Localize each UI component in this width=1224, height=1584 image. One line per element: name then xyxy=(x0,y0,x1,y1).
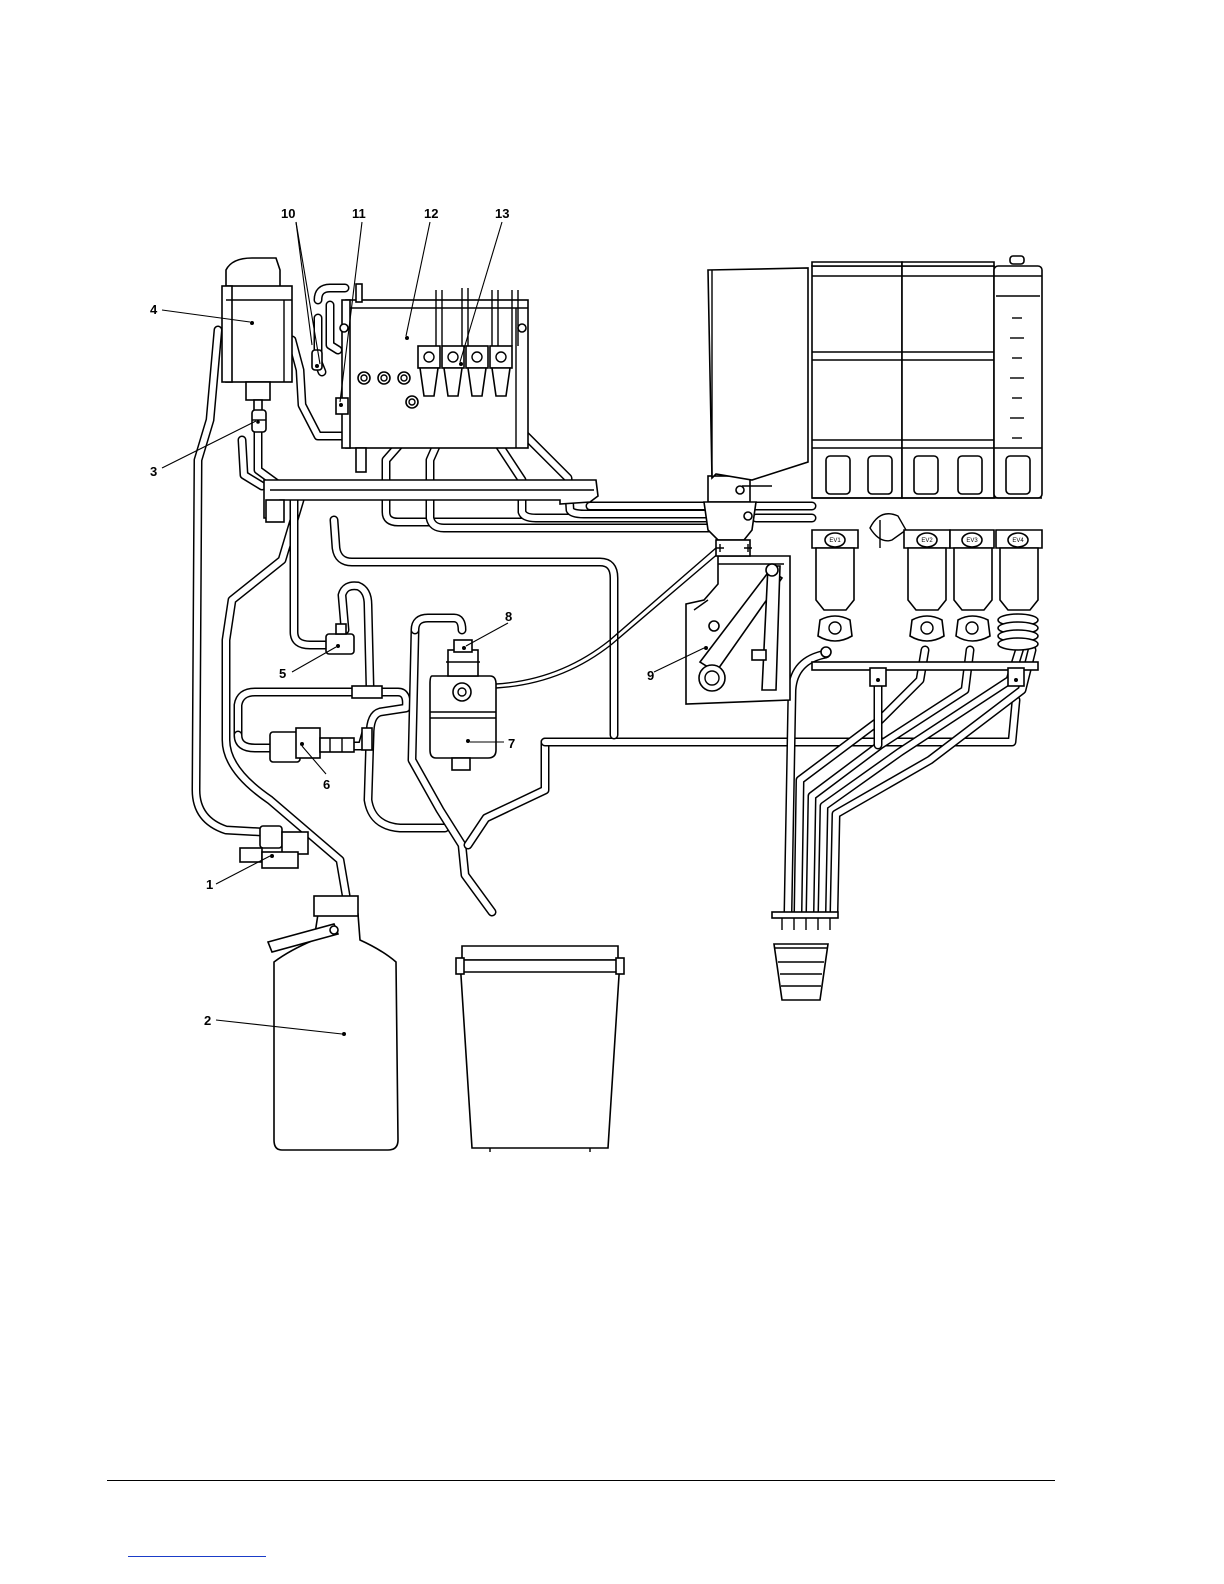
water-tank xyxy=(222,258,292,412)
valve-label-ev1: EV1 xyxy=(829,538,841,544)
callout-9: 9 xyxy=(647,668,654,683)
valve-label-ev2: EV2 xyxy=(921,538,933,544)
inline-fitting xyxy=(362,728,372,750)
callout-1: 1 xyxy=(206,877,213,892)
coffee-hopper xyxy=(708,268,808,480)
mixing-bowls: EV1 EV2 EV3 EV4 xyxy=(812,530,1042,686)
coffee-boiler xyxy=(430,676,496,770)
pressure-valve-8 xyxy=(446,640,480,676)
footer-rule xyxy=(107,1480,1055,1481)
callout-3: 3 xyxy=(150,464,157,479)
callout-6: 6 xyxy=(323,777,330,792)
tee-fitting xyxy=(352,686,382,698)
waste-bucket xyxy=(456,946,624,1152)
callout-13: 13 xyxy=(495,206,509,221)
brewing-unit xyxy=(686,556,790,704)
product-canisters xyxy=(812,256,1042,548)
footer-link-underline[interactable] xyxy=(128,1556,266,1557)
inline-filter xyxy=(252,410,266,432)
valve-label-ev4: EV4 xyxy=(1012,538,1024,544)
hot-water-block xyxy=(312,284,528,472)
water-bottle xyxy=(268,896,398,1150)
callout-8: 8 xyxy=(505,609,512,624)
cup xyxy=(774,944,828,1000)
valve-label-ev3: EV3 xyxy=(966,538,978,544)
callout-7: 7 xyxy=(508,736,515,751)
callout-12: 12 xyxy=(424,206,438,221)
callout-2: 2 xyxy=(204,1013,211,1028)
heating-coil xyxy=(998,614,1038,650)
solenoid-valve-5 xyxy=(326,624,354,654)
callout-4: 4 xyxy=(150,302,158,317)
callout-5: 5 xyxy=(279,666,286,681)
dispensing-nozzles xyxy=(772,912,838,930)
callout-10: 10 xyxy=(281,206,295,221)
callout-11: 11 xyxy=(352,206,366,221)
